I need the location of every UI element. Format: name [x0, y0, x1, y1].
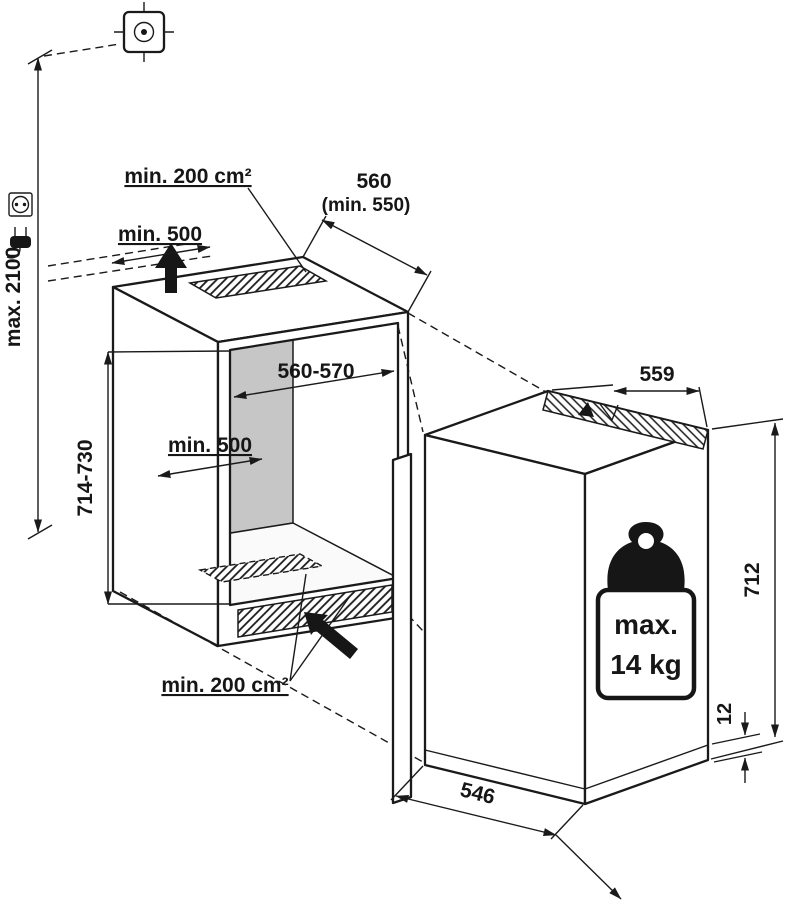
label-clearance-inner: min. 500 — [168, 434, 252, 457]
appliance-side-face — [423, 433, 587, 806]
door-trim-strip — [542, 390, 709, 450]
label-niche-depth-min: (min. 550) — [322, 195, 411, 216]
trim-mark — [578, 402, 594, 417]
label-niche-depth: 560 — [356, 170, 391, 193]
label-appliance-height: 712 — [741, 562, 764, 597]
appliance-dimensions: 559 712 12 546 — [390, 363, 784, 900]
label-clearance-top: min. 500 — [118, 223, 202, 246]
label-weight-value: 14 kg — [610, 649, 682, 680]
top-ventilation-cutout — [187, 265, 329, 299]
socket-icon — [8, 192, 33, 217]
label-ventilation-bottom: min. 200 cm² — [161, 674, 288, 697]
furniture-niche — [111, 243, 410, 659]
kettlebell-weight-icon: max. 14 kg — [595, 522, 697, 701]
niche-dimensions: min. 200 cm² min. 500 560 (min. 550) 560… — [74, 165, 432, 697]
label-height-adjust: 12 — [714, 703, 736, 725]
floor-ventilation-area — [197, 553, 325, 583]
appliance: max. 14 kg — [423, 389, 710, 806]
furniture-door-panel — [391, 452, 413, 805]
label-install-height: max. 2100 — [2, 247, 25, 347]
install-height-dimension: max. 2100 — [2, 49, 53, 540]
plug-icon — [6, 227, 31, 259]
label-niche-height: 714-730 — [74, 439, 97, 516]
label-appliance-width: 559 — [639, 363, 674, 386]
label-weight-max: max. — [614, 609, 678, 640]
label-appliance-depth: 546 — [458, 778, 498, 809]
trim-mark — [599, 403, 619, 422]
niche-left-face — [111, 285, 220, 648]
label-ventilation-top: min. 200 cm² — [124, 165, 251, 188]
arrow-diagonal-icon — [304, 612, 358, 659]
crosshair-target-icon — [43, 2, 174, 62]
